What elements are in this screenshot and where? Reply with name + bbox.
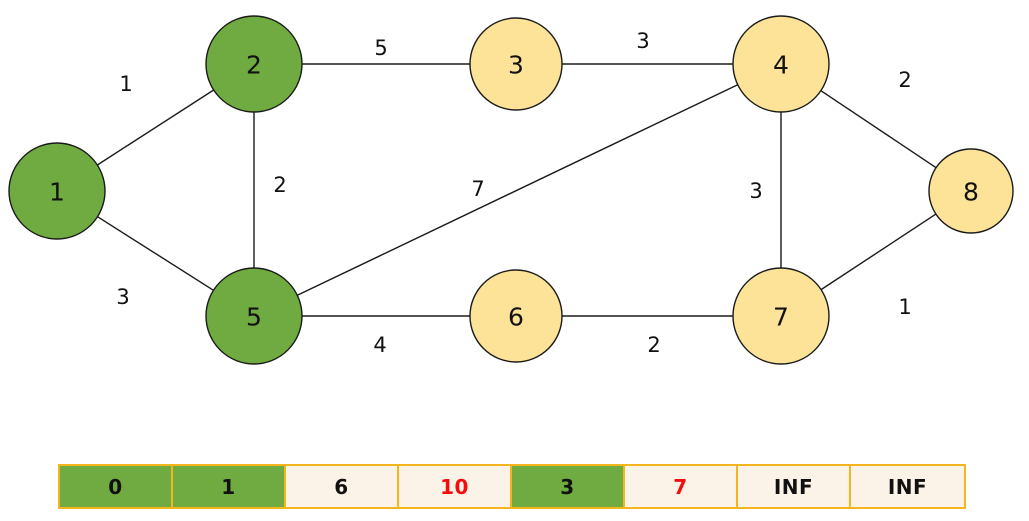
edge-1-5 (97, 216, 214, 291)
edge-weight-4-8: 2 (898, 68, 911, 92)
edge-weight-7-8: 1 (898, 295, 911, 319)
node-circle-1[interactable] (8, 142, 106, 240)
edge-weight-2-3: 5 (374, 36, 387, 60)
node-label-7: 7 (773, 303, 789, 332)
distance-cell-8: INF (851, 466, 964, 507)
distance-cell-4: 10 (399, 466, 512, 507)
graph-node-4[interactable]: 4 (732, 15, 830, 113)
node-circle-2[interactable] (205, 15, 303, 113)
node-label-4: 4 (773, 51, 789, 80)
distance-cell-7: INF (738, 466, 851, 507)
node-circle-8[interactable] (928, 148, 1014, 234)
graph-node-2[interactable]: 2 (205, 15, 303, 113)
edge-1-2 (96, 89, 215, 166)
node-label-2: 2 (246, 51, 262, 80)
edge-7-8 (820, 213, 937, 291)
node-label-8: 8 (963, 178, 979, 207)
edge-weight-2-5: 2 (273, 173, 286, 197)
edge-weight-1-5: 3 (116, 285, 129, 309)
edge-4-5 (297, 84, 738, 296)
edge-weight-1-2: 1 (119, 72, 132, 96)
edge-weight-4-5: 7 (471, 177, 484, 201)
distance-cell-6: 7 (625, 466, 738, 507)
node-circle-6[interactable] (469, 269, 563, 363)
distance-cell-1: 0 (60, 466, 173, 507)
distance-cell-3: 6 (286, 466, 399, 507)
node-circle-3[interactable] (469, 17, 563, 111)
node-circle-4[interactable] (732, 15, 830, 113)
nodes-layer: 1 2 3 4 5 6 7 8 (8, 15, 1014, 365)
node-label-5: 5 (246, 303, 262, 332)
graph-node-3[interactable]: 3 (469, 17, 563, 111)
distance-cell-2: 1 (173, 466, 286, 507)
node-circle-5[interactable] (205, 267, 303, 365)
edge-weight-3-4: 3 (636, 29, 649, 53)
edge-weights-layer: 1 3 5 2 3 2 7 3 4 2 1 (116, 29, 911, 357)
graph-node-7[interactable]: 7 (732, 267, 830, 365)
graph-node-6[interactable]: 6 (469, 269, 563, 363)
graph-node-5[interactable]: 5 (205, 267, 303, 365)
graph-svg: 1 2 3 4 5 6 7 8 1 3 5 2 3 2 7 3 4 2 1 (8, 15, 1014, 365)
graph-node-8[interactable]: 8 (928, 148, 1014, 234)
edge-weight-4-7: 3 (749, 179, 762, 203)
node-label-6: 6 (508, 303, 524, 332)
node-label-3: 3 (508, 51, 524, 80)
edge-weight-5-6: 4 (373, 333, 386, 357)
edge-4-8 (820, 90, 937, 169)
node-label-1: 1 (49, 178, 65, 207)
node-circle-7[interactable] (732, 267, 830, 365)
edge-weight-6-7: 2 (647, 333, 660, 357)
distance-cell-5: 3 (512, 466, 625, 507)
graph-node-1[interactable]: 1 (8, 142, 106, 240)
edges-layer (96, 63, 937, 317)
